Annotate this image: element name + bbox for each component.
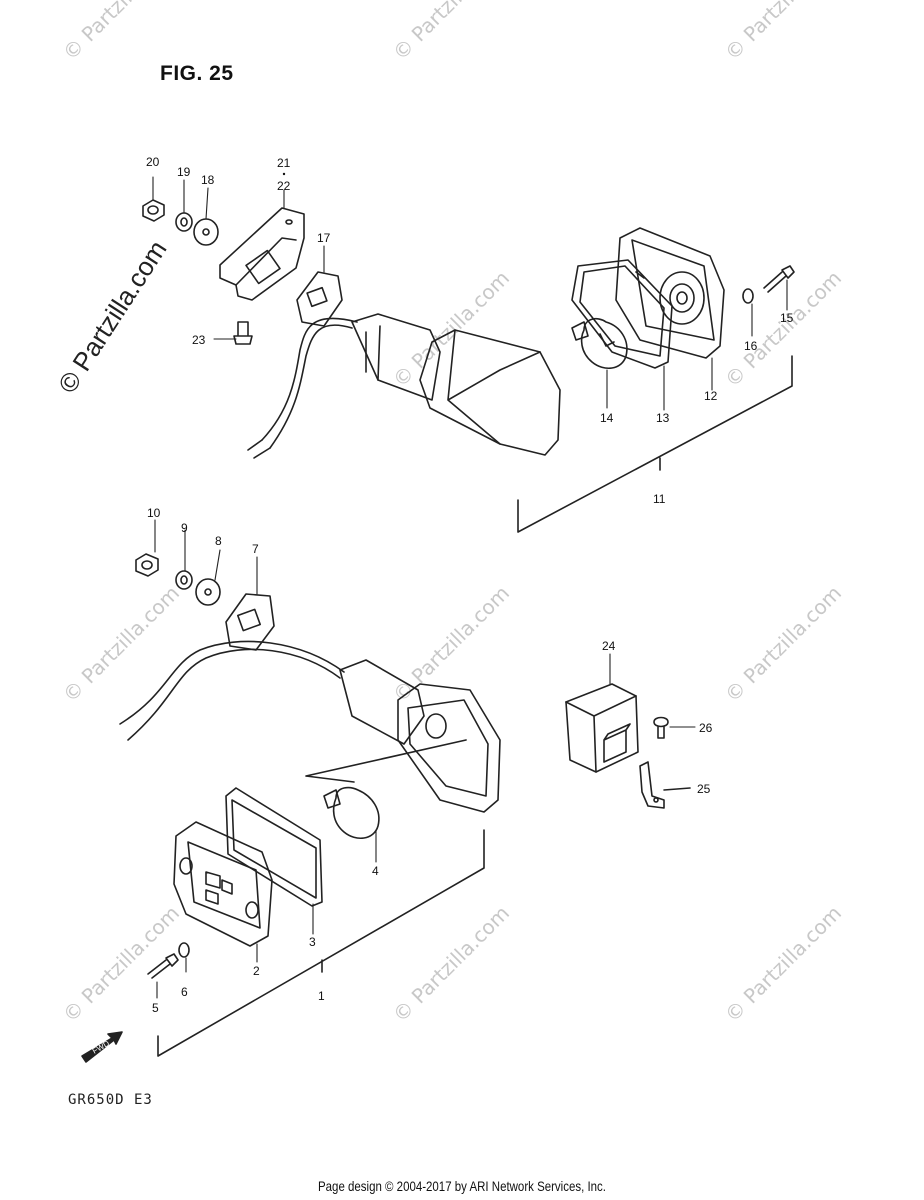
callout-19: 19 — [177, 165, 191, 179]
callout-3: 3 — [309, 935, 316, 949]
leader-lines — [152, 176, 788, 999]
nut-icon — [142, 199, 165, 222]
callout-16: 16 — [744, 339, 758, 353]
bulb-icon — [580, 317, 628, 369]
lens-icon — [173, 821, 273, 947]
callout-13: 13 — [656, 411, 670, 425]
grommet-icon — [225, 593, 275, 651]
callout-22: 22 — [277, 179, 291, 193]
relay-assembly — [565, 683, 691, 809]
lock-washer-icon — [175, 570, 193, 590]
gasket-icon — [225, 787, 323, 907]
washer-icon — [742, 288, 754, 304]
bracket-icon — [219, 207, 305, 301]
model-code: GR650D E3 — [68, 1092, 153, 1108]
lock-washer-icon — [175, 212, 193, 232]
callout-10: 10 — [147, 506, 161, 520]
callout-24: 24 — [602, 639, 616, 653]
callout-6: 6 — [181, 985, 188, 999]
nut-icon — [135, 553, 159, 577]
washer-icon — [195, 578, 221, 606]
bulb-icon — [332, 786, 380, 839]
washer-icon — [178, 942, 190, 958]
figure-title: FIG. 25 — [160, 62, 234, 85]
callout-labels: 1 1 2 3 4 5 6 7 8 9 10 11 12 13 14 15 16… — [146, 155, 794, 1015]
screw-icon — [763, 265, 795, 293]
callout-25: 25 — [697, 782, 711, 796]
bracket-icon — [639, 761, 665, 809]
callout-2: 2 — [253, 964, 260, 978]
washer-icon — [193, 218, 219, 246]
gasket-icon — [571, 259, 673, 369]
screw-icon — [233, 321, 253, 345]
callout-23: 23 — [192, 333, 206, 347]
callout-21: 21 — [277, 156, 291, 170]
page-footer: Page design © 2004-2017 by ARI Network S… — [318, 1178, 606, 1194]
callout-dot — [282, 172, 286, 176]
callout-20: 20 — [146, 155, 160, 169]
callout-7: 7 — [252, 542, 259, 556]
callout-1: 1 — [318, 989, 325, 1003]
callout-9: 9 — [181, 521, 188, 535]
screw-icon — [653, 716, 669, 739]
callout-18: 18 — [201, 173, 215, 187]
callout-11: 11 — [653, 492, 666, 506]
forward-arrow-icon: FWD — [81, 1031, 123, 1063]
callout-12: 12 — [704, 389, 718, 403]
callout-17: 17 — [317, 231, 331, 245]
callout-26: 26 — [699, 721, 713, 735]
upper-turn-signal-assembly — [142, 199, 795, 533]
lens-icon — [615, 227, 725, 359]
callout-8: 8 — [215, 534, 222, 548]
lower-turn-signal-assembly — [119, 553, 501, 1057]
callout-5: 5 — [152, 1001, 159, 1015]
screw-icon — [147, 953, 179, 979]
relay-icon — [565, 683, 639, 773]
grommet-icon — [296, 271, 343, 327]
callout-15: 15 — [780, 311, 794, 325]
housing-icon — [397, 683, 501, 813]
callout-14: 14 — [600, 411, 614, 425]
callout-4: 4 — [372, 864, 379, 878]
